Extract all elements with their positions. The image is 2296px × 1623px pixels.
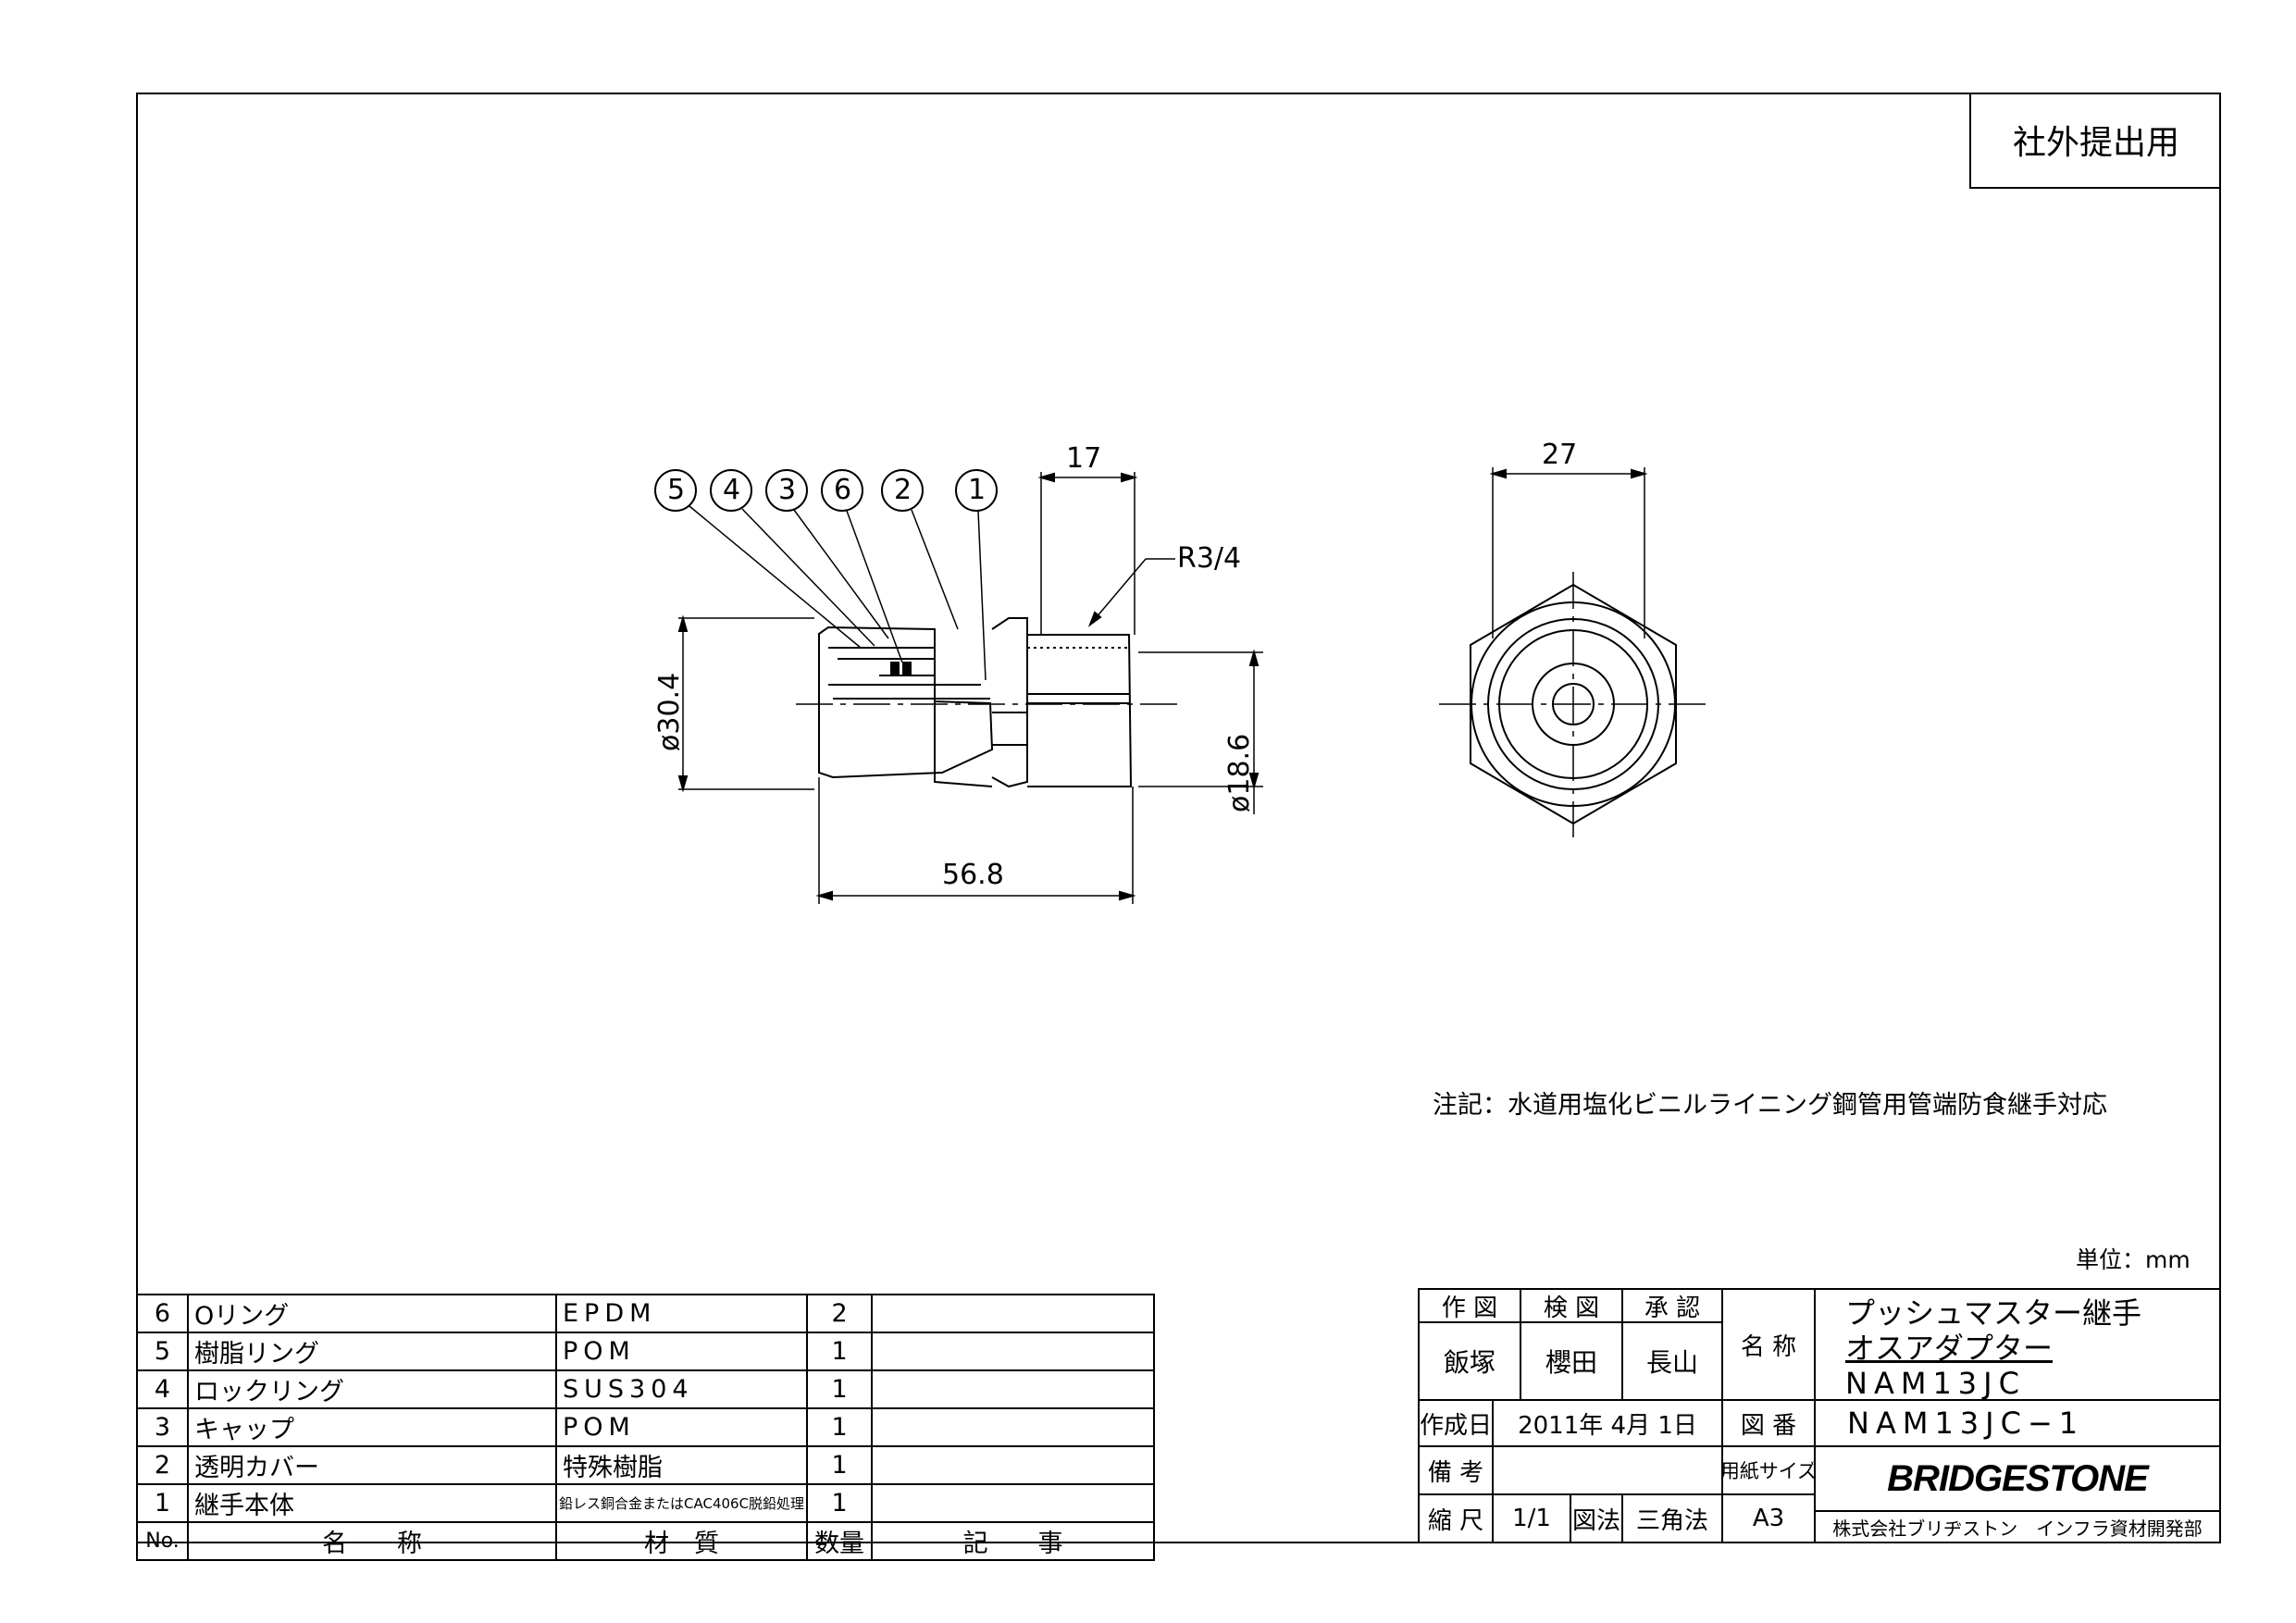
part-remarks [871, 1294, 1156, 1333]
product-name: プッシュマスター継手 オスアダプター NAM13JC [1814, 1288, 2221, 1401]
part-material: SUS304 [554, 1369, 809, 1409]
part-name: キャップ [187, 1407, 557, 1447]
part-material: 鉛レス銅合金またはCAC406C脱鉛処理 [554, 1483, 809, 1523]
part-material: POM [554, 1332, 809, 1371]
projection-label: 図法 [1570, 1493, 1623, 1543]
part-qty: 1 [806, 1332, 874, 1371]
side-view [818, 617, 1133, 788]
balloon-3: 3 [778, 474, 797, 506]
part-qty: 2 [806, 1294, 874, 1333]
header-material: 材 質 [554, 1521, 809, 1561]
drawing-no: NAM13JC−1 [1814, 1399, 2221, 1447]
parts-list: 6 Oリング EPDM 2 5 樹脂リング POM 1 4 ロックリング SUS… [136, 1294, 1156, 1561]
drawn-by: 飯塚 [1418, 1321, 1521, 1401]
balloon-4: 4 [723, 474, 741, 506]
end-view [1439, 467, 1707, 837]
balloon-6: 6 [834, 474, 852, 506]
part-no: 3 [136, 1407, 189, 1447]
balloon-5: 5 [667, 474, 686, 506]
part-name: Oリング [187, 1294, 557, 1333]
part-name: 継手本体 [187, 1483, 557, 1523]
header-name: 名 称 [187, 1521, 557, 1561]
unit-label: 単位：mm [2076, 1246, 2191, 1273]
product-line1: プッシュマスター継手 [1845, 1295, 2142, 1331]
dim-thread: R3/4 [1177, 542, 1242, 575]
dim-hex-width: 27 [1542, 439, 1578, 471]
part-material: POM [554, 1407, 809, 1447]
drawn-label: 作 図 [1418, 1288, 1521, 1323]
name-label: 名 称 [1721, 1288, 1816, 1401]
product-line2: オスアダプター [1845, 1331, 2054, 1366]
part-name: 樹脂リング [187, 1332, 557, 1371]
part-qty: 1 [806, 1483, 874, 1523]
drawing-no-label: 図 番 [1721, 1399, 1816, 1447]
company-name: 株式会社ブリヂストン インフラ資材開発部 [1814, 1510, 2221, 1543]
part-no: 4 [136, 1369, 189, 1409]
part-no: 2 [136, 1445, 189, 1485]
dim-outer-diameter: ø30.4 [653, 672, 686, 751]
parts-row: 4 ロックリング SUS304 1 [136, 1369, 1156, 1409]
part-qty: 1 [806, 1407, 874, 1447]
scale-label: 縮 尺 [1418, 1493, 1494, 1543]
drawing-note: 注記：水道用塩化ビニルライニング鋼管用管端防食継手対応 [1433, 1091, 2107, 1120]
drawing-frame [136, 93, 2221, 1543]
part-remarks [871, 1407, 1156, 1447]
parts-row: 5 樹脂リング POM 1 [136, 1332, 1156, 1371]
parts-row: 1 継手本体 鉛レス銅合金またはCAC406C脱鉛処理 1 [136, 1483, 1156, 1523]
submission-stamp: 社外提出用 [1969, 93, 2221, 189]
parts-row: 3 キャップ POM 1 [136, 1407, 1156, 1447]
part-no: 6 [136, 1294, 189, 1333]
part-remarks [871, 1332, 1156, 1371]
balloon-1: 1 [968, 474, 987, 506]
part-no: 1 [136, 1483, 189, 1523]
part-qty: 1 [806, 1369, 874, 1409]
part-material: EPDM [554, 1294, 809, 1333]
checked-label: 検 図 [1520, 1288, 1623, 1323]
header-remarks: 記 事 [871, 1521, 1156, 1561]
part-name: ロックリング [187, 1369, 557, 1409]
brand-logo-box: BRIDGESTONE [1814, 1445, 2221, 1512]
header-qty: 数量 [806, 1521, 874, 1561]
part-name: 透明カバー [187, 1445, 557, 1485]
parts-row: 6 Oリング EPDM 2 [136, 1294, 1156, 1333]
part-remarks [871, 1445, 1156, 1485]
part-remarks [871, 1483, 1156, 1523]
remarks-value [1492, 1445, 1723, 1495]
part-remarks [871, 1369, 1156, 1409]
scale: 1/1 [1492, 1493, 1571, 1543]
dim-thread-length: 17 [1066, 442, 1102, 475]
part-no: 5 [136, 1332, 189, 1371]
dim-total-length: 56.8 [942, 859, 1004, 891]
checked-by: 櫻田 [1520, 1321, 1623, 1401]
part-material: 特殊樹脂 [554, 1445, 809, 1485]
balloon-2: 2 [894, 474, 912, 506]
date-label: 作成日 [1418, 1399, 1494, 1447]
parts-row: 2 透明カバー 特殊樹脂 1 [136, 1445, 1156, 1485]
dim-pipe-diameter: ø18.6 [1223, 733, 1256, 812]
projection: 三角法 [1621, 1493, 1723, 1543]
paper-size-label: 用紙サイズ [1720, 1445, 1817, 1495]
paper-size: A3 [1721, 1493, 1816, 1543]
parts-header: No. 名 称 材 質 数量 記 事 [136, 1521, 1156, 1561]
stamp-text: 社外提出用 [2012, 124, 2179, 162]
bridgestone-logo: BRIDGESTONE [1887, 1457, 2149, 1499]
part-qty: 1 [806, 1445, 874, 1485]
product-code: NAM13JC [1845, 1366, 2026, 1401]
date: 2011年 4月 1日 [1492, 1399, 1723, 1447]
approved-label: 承 認 [1621, 1288, 1723, 1323]
remarks-label: 備 考 [1418, 1445, 1494, 1495]
header-no: No. [136, 1521, 189, 1561]
approved-by: 長山 [1621, 1321, 1723, 1401]
